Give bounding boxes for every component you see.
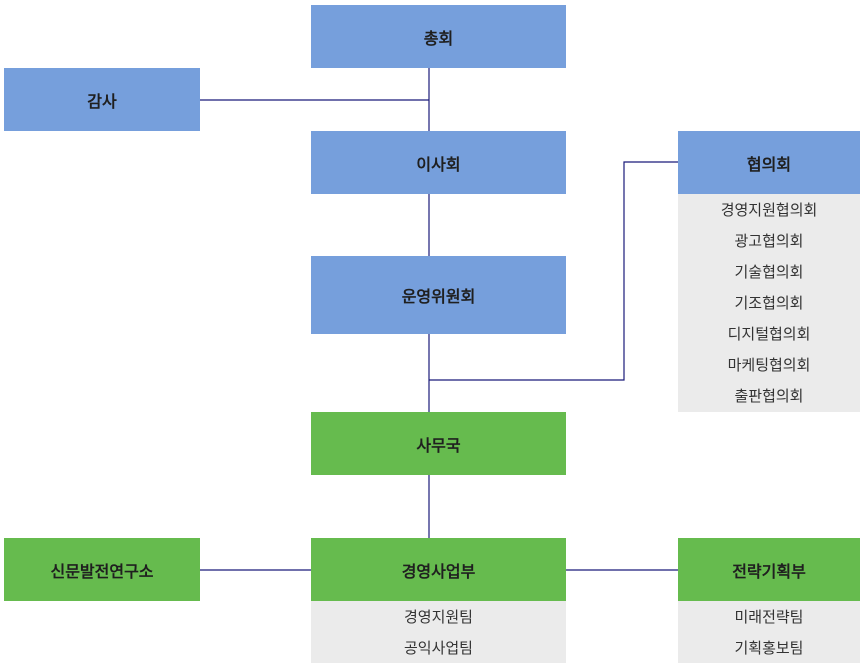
strategy-teams-list: 미래전략팀 기획홍보팀 xyxy=(678,601,860,663)
team-item: 공익사업팀 xyxy=(403,639,473,657)
node-steering-committee: 운영위원회 xyxy=(311,256,566,334)
node-secretariat: 사무국 xyxy=(311,412,566,475)
team-item: 경영지원팀 xyxy=(403,608,473,626)
business-teams-list: 경영지원팀 공익사업팀 xyxy=(311,601,566,663)
council-item: 광고협의회 xyxy=(734,232,804,250)
node-councils: 협의회 xyxy=(678,131,860,194)
node-general-assembly: 총회 xyxy=(311,5,566,68)
council-item: 경영지원협의회 xyxy=(720,201,818,219)
council-item: 기술협의회 xyxy=(734,263,804,281)
council-item: 마케팅협의회 xyxy=(727,356,811,374)
team-item: 미래전략팀 xyxy=(734,608,804,626)
node-research-institute: 신문발전연구소 xyxy=(4,538,200,601)
node-board: 이사회 xyxy=(311,131,566,194)
council-item: 디지털협의회 xyxy=(727,325,811,343)
node-strategy-dept: 전략기획부 xyxy=(678,538,860,601)
node-audit: 감사 xyxy=(4,68,200,131)
node-business-dept: 경영사업부 xyxy=(311,538,566,601)
council-item: 기조협의회 xyxy=(734,294,804,312)
council-item: 출판협의회 xyxy=(734,387,804,405)
councils-list: 경영지원협의회 광고협의회 기술협의회 기조협의회 디지털협의회 마케팅협의회 … xyxy=(678,194,860,412)
line-councils xyxy=(429,161,678,381)
team-item: 기획홍보팀 xyxy=(734,639,804,657)
